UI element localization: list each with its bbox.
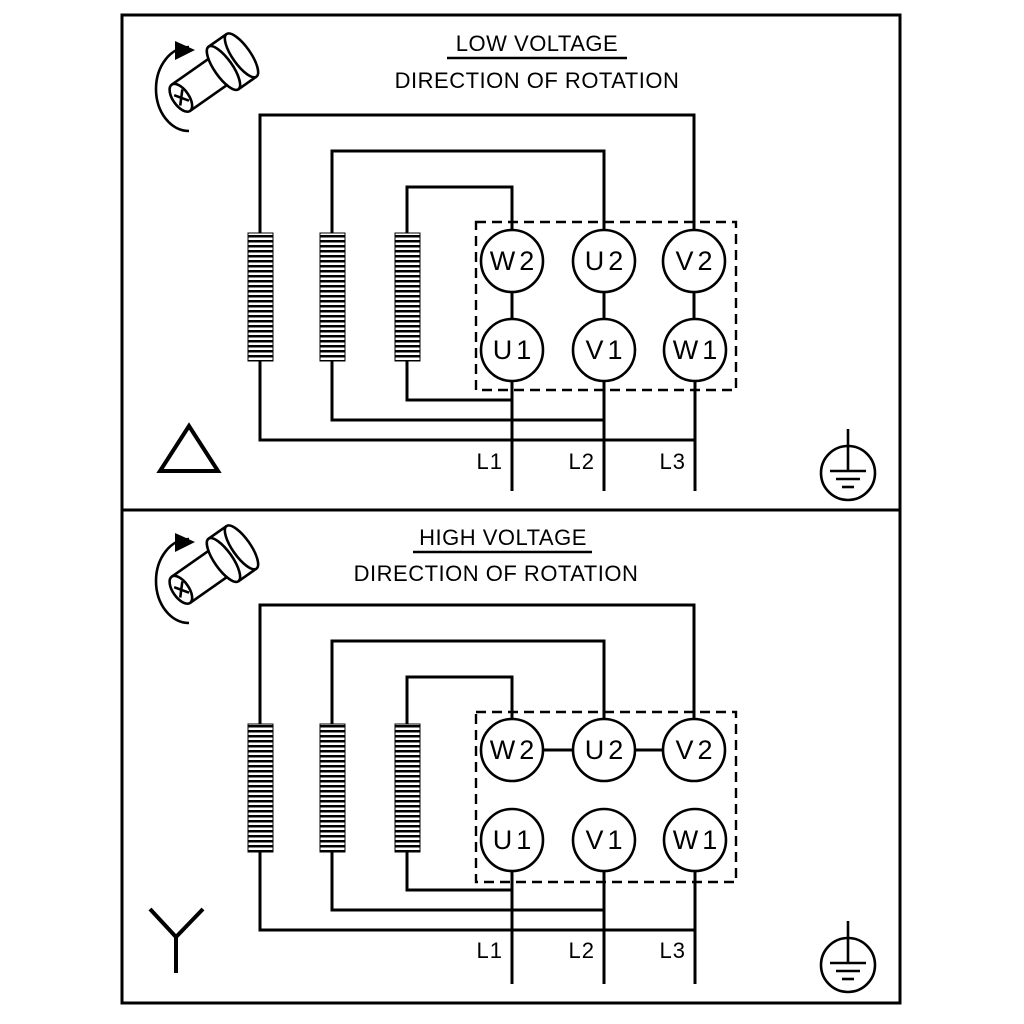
rotation-arrowhead	[175, 533, 195, 552]
terminal-circle	[661, 717, 727, 783]
shaft-face-cross	[178, 89, 184, 106]
terminal-circle	[479, 228, 545, 294]
panel-low-voltage: LOW VOLTAGE DIRECTION OF ROTATION	[120, 13, 902, 512]
terminal-label: V2	[675, 735, 716, 765]
terminal-W2: W2	[479, 717, 545, 783]
shaft-edge	[170, 53, 216, 86]
terminal-U1: U1	[479, 807, 545, 873]
supply-label-L3: L3	[660, 938, 686, 963]
shaft-disc-edge	[237, 567, 258, 583]
supply-label-L1: L1	[477, 449, 503, 474]
terminal-board-outline	[474, 710, 738, 884]
shaft-face-cross	[178, 581, 184, 598]
wire-coil1-to-V2	[258, 113, 696, 233]
shaft-rotation-icon	[154, 32, 260, 133]
winding-coil-1	[247, 232, 274, 362]
shaft-disc-body	[208, 526, 257, 582]
shaft-disc-edge	[207, 32, 228, 48]
star-connection-icon	[148, 907, 205, 973]
supply-label-L2: L2	[569, 938, 595, 963]
terminal-U2: U2	[571, 228, 637, 294]
shaft-edge	[170, 545, 216, 578]
terminal-label: U1	[493, 825, 536, 855]
shaft-edge	[189, 572, 234, 604]
terminal-circle	[479, 317, 545, 383]
panel-border	[120, 508, 902, 1005]
rotation-arrow-arc	[154, 45, 190, 133]
terminal-circle	[479, 717, 545, 783]
wire-coil1-to-L3	[258, 361, 695, 442]
winding-coil-3	[394, 232, 421, 362]
terminal-circle	[479, 807, 545, 873]
earth-ground-icon	[819, 429, 877, 502]
terminal-label: U2	[585, 246, 628, 276]
panel-high-voltage: HIGH VOLTAGE DIRECTION OF ROTATION	[120, 508, 902, 1005]
wire-coil1-to-V2	[258, 603, 696, 724]
terminal-label: W1	[673, 335, 722, 365]
terminal-board-outline	[474, 220, 738, 392]
terminal-label: V1	[585, 825, 626, 855]
panel-title: HIGH VOLTAGE	[419, 525, 587, 550]
wire-coil2-to-U2	[330, 639, 606, 724]
supply-label-L3: L3	[660, 449, 686, 474]
winding-coil-3	[394, 723, 421, 853]
shaft-disc	[223, 524, 260, 571]
wire-coil3-to-L1	[405, 852, 512, 892]
terminal-label: W1	[673, 825, 722, 855]
terminal-circle	[661, 228, 727, 294]
wire-coil3-to-W2	[405, 675, 514, 724]
wire-coil3-to-L1	[405, 361, 512, 402]
terminal-label: W2	[490, 735, 539, 765]
rotation-arrowhead	[175, 41, 195, 60]
panel-subtitle: DIRECTION OF ROTATION	[354, 561, 639, 586]
supply-label-L2: L2	[569, 449, 595, 474]
terminal-U2: U2	[571, 717, 637, 783]
terminal-circle	[571, 807, 637, 873]
earth-ground-icon	[819, 921, 877, 994]
shaft-edge	[189, 80, 234, 112]
terminal-circle	[571, 228, 637, 294]
wire-coil2-to-L2	[330, 852, 604, 912]
winding-coil-2	[319, 232, 346, 362]
delta-connection-icon	[156, 422, 222, 473]
shaft-disc-edge	[237, 75, 258, 91]
shaft-disc-body	[208, 34, 257, 90]
wire-coil3-to-W2	[405, 185, 514, 233]
terminal-circle	[571, 317, 637, 383]
winding-coil-1	[247, 723, 274, 853]
rotation-arrow-arc	[154, 537, 190, 625]
terminal-label: U2	[585, 735, 628, 765]
terminal-circle	[662, 807, 728, 873]
shaft-disc-edge	[207, 524, 228, 540]
terminal-V2: V2	[661, 228, 727, 294]
terminal-W2: W2	[479, 228, 545, 294]
terminal-U1: U1	[479, 317, 545, 383]
terminal-W1: W1	[662, 807, 728, 873]
terminal-W1: W1	[662, 317, 728, 383]
wire-coil2-to-U2	[330, 149, 606, 233]
terminal-V2: V2	[661, 717, 727, 783]
winding-coil-2	[319, 723, 346, 853]
panel-subtitle: DIRECTION OF ROTATION	[395, 68, 680, 93]
wire-coil1-to-L3	[258, 852, 695, 932]
terminal-V1: V1	[571, 317, 637, 383]
terminal-label: V2	[675, 246, 716, 276]
shaft-rotation-icon	[154, 524, 260, 625]
panel-title: LOW VOLTAGE	[456, 31, 618, 56]
terminal-label: W2	[490, 246, 539, 276]
terminal-circle	[571, 717, 637, 783]
supply-label-L1: L1	[477, 938, 503, 963]
terminal-V1: V1	[571, 807, 637, 873]
terminal-label: U1	[493, 335, 536, 365]
terminal-label: V1	[585, 335, 626, 365]
shaft-disc	[223, 32, 260, 79]
terminal-circle	[662, 317, 728, 383]
